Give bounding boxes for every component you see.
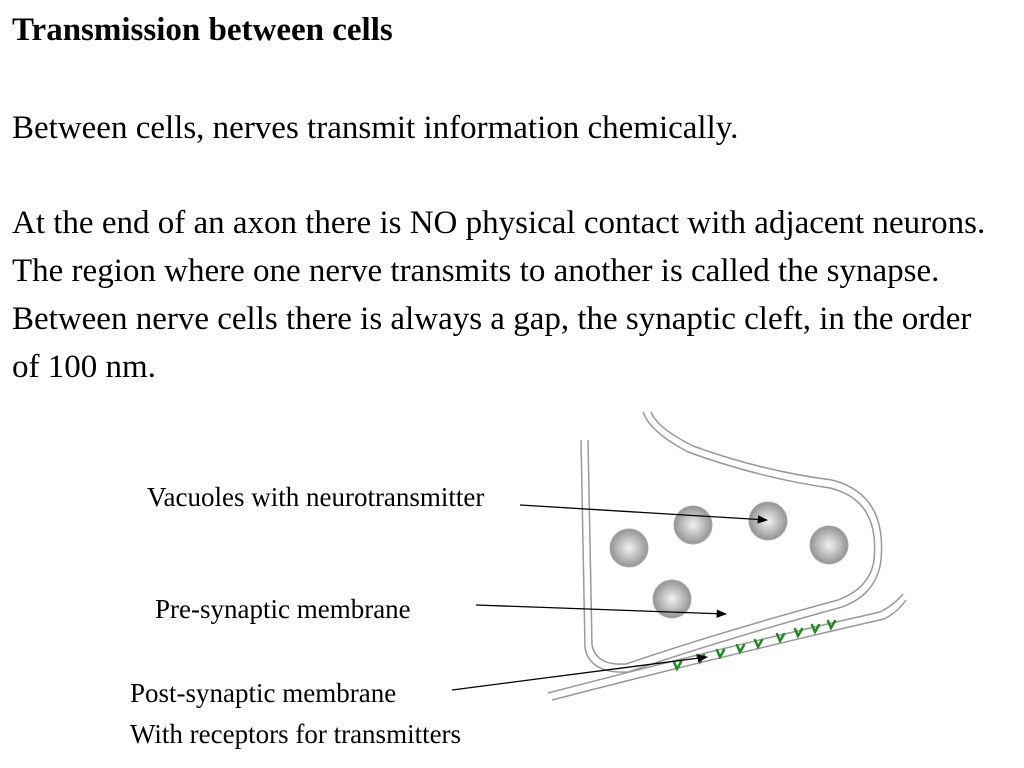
post-synaptic-arrow — [451, 654, 709, 691]
vesicle — [748, 501, 788, 541]
receptor — [753, 638, 764, 650]
receptor — [735, 643, 746, 655]
vacuoles-arrow — [519, 504, 769, 524]
pre-synaptic-label: Pre-synaptic membrane — [155, 594, 411, 624]
receptor — [826, 619, 837, 631]
receptor — [775, 632, 786, 644]
receptor — [672, 660, 683, 672]
vesicle — [609, 528, 649, 568]
vesicle — [809, 525, 849, 565]
post-synaptic-membrane-inner — [551, 599, 907, 701]
axon-terminal-outer — [587, 411, 876, 665]
receptor — [793, 627, 804, 639]
synapse-paragraph: At the end of an axon there is NO physic… — [12, 205, 986, 385]
intro-paragraph: Between cells, nerves transmit informati… — [12, 110, 739, 146]
post-synaptic-label: Post-synaptic membrane — [130, 678, 397, 708]
vesicle — [673, 505, 713, 545]
vesicle — [652, 579, 692, 619]
receptor — [715, 648, 726, 660]
post-synaptic-membrane-outer — [547, 593, 904, 694]
slide-title: Transmission between cells — [12, 12, 393, 48]
vacuoles-label: Vacuoles with neurotransmitter — [147, 482, 485, 512]
receptor — [810, 623, 821, 635]
pre-synaptic-arrow — [475, 604, 728, 618]
receptors-label: With receptors for transmitters — [130, 719, 462, 749]
axon-terminal-inner — [580, 411, 883, 673]
